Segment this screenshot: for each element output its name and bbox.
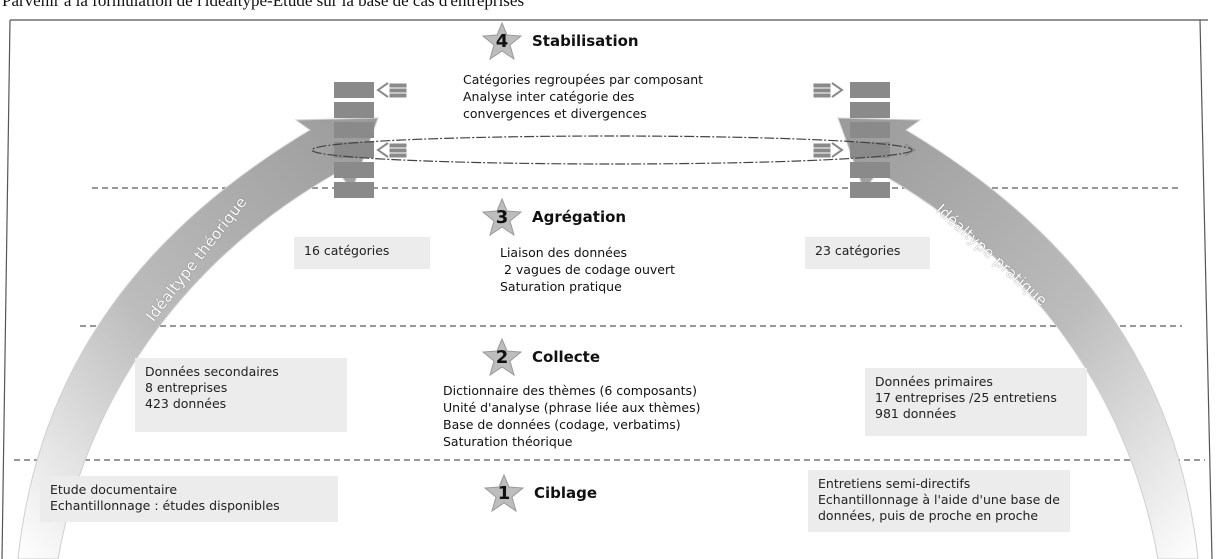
stage-4-heading: 4 Stabilisation [482, 22, 639, 60]
stage-2-right-box: Données primaires 17 entreprises /25 ent… [865, 368, 1087, 436]
right-arrow-glyphs [813, 82, 917, 158]
stage-3-text: Liaison des données 2 vagues de codage o… [500, 245, 675, 294]
star-icon: 4 [482, 22, 522, 60]
stage-3-heading: 3 Agrégation [482, 198, 626, 236]
stage-2-heading: 2 Collecte [482, 338, 600, 376]
stage-1-left-box: Etude documentaire Echantillonnage : étu… [40, 476, 338, 522]
stage-1-heading: 1 Ciblage [484, 474, 597, 512]
star-icon: 3 [482, 198, 522, 236]
stage-2-left-box: Données secondaires 8 entreprises 423 do… [135, 358, 347, 432]
star-icon: 1 [484, 474, 524, 512]
stage-3-left-box: 16 catégories [294, 237, 430, 269]
frame-left-line [1, 19, 11, 559]
stage-title: Collecte [532, 348, 601, 366]
left-block-stack [334, 82, 374, 198]
stage-title: Agrégation [532, 208, 627, 226]
frame-right-line [1199, 19, 1213, 559]
right-block-stack [850, 82, 890, 198]
star-icon: 2 [482, 338, 522, 376]
left-arrow-glyphs [376, 82, 407, 158]
stage-4-text: Catégories regroupées par composant Anal… [463, 72, 704, 121]
stage-title: Stabilisation [532, 32, 639, 50]
stage-2-text: Dictionnaire des thèmes (6 composants) U… [443, 383, 701, 449]
top-caption: Parvenir à la formulation de l'idéaltype… [2, 0, 525, 10]
stage-1-right-box: Entretiens semi-directifs Echantillonnag… [808, 470, 1070, 532]
stage-3-right-box: 23 catégories [805, 237, 930, 269]
stage-title: Ciblage [534, 484, 598, 502]
link-ellipse [311, 135, 913, 165]
